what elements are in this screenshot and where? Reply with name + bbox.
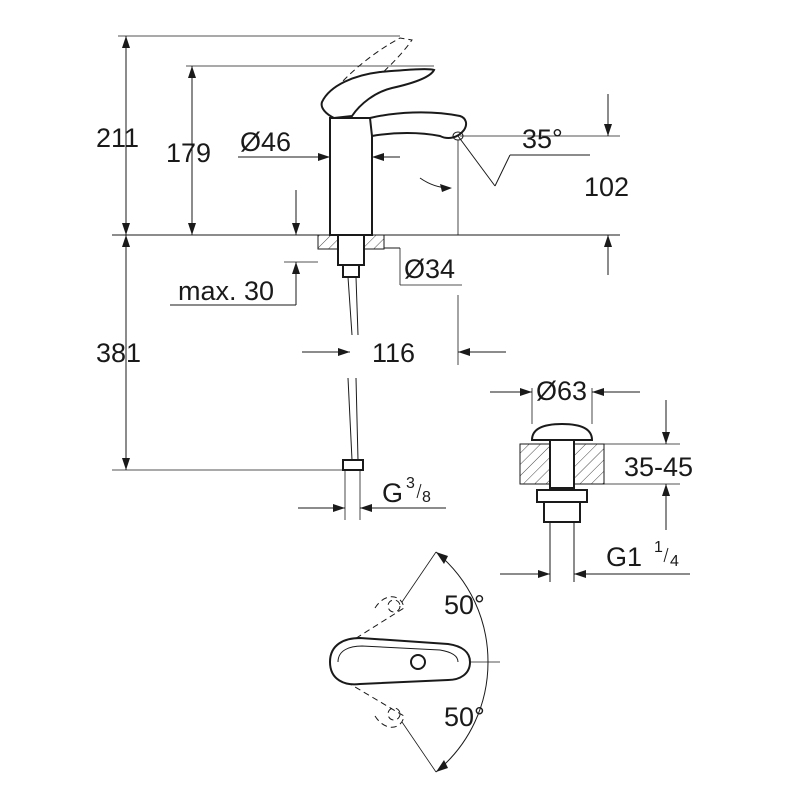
dim-waste-range: 35-45 [624, 452, 693, 482]
lever-ghost-upper [349, 596, 405, 643]
faucet-body [329, 117, 373, 236]
dim-spout-angle: 35° [522, 124, 563, 154]
hose-upper [347, 276, 359, 336]
dim-supply-thread-prefix: G [382, 478, 403, 508]
hose-lower [347, 377, 359, 461]
lever-pivot [410, 654, 426, 670]
dim-lever-angle-bottom: 50° [444, 702, 485, 732]
lever-top-view: 50° 50° [328, 551, 500, 773]
waste-nut [536, 489, 588, 503]
dim-hose-length: 381 [96, 338, 141, 368]
lever-ghost-lower [349, 683, 405, 728]
dim-body-diameter: Ø46 [240, 127, 291, 157]
hose-connector [342, 459, 364, 471]
dim-waste-thread-den: 4 [670, 553, 679, 570]
dim-waste-thread-prefix: G1 [606, 542, 642, 572]
dim-fixing-diameter: Ø34 [404, 254, 455, 284]
waste-cap [530, 422, 594, 441]
basin-section-left [519, 443, 551, 485]
waste-body [549, 439, 575, 489]
dim-spout-reach: 116 [372, 338, 415, 368]
dim-max-thickness: max. 30 [178, 276, 274, 306]
faucet-spout [368, 111, 468, 139]
basin-section-right [573, 443, 605, 485]
fixing-nut [337, 234, 365, 266]
side-view-dimensions: 211 179 Ø46 35° 102 Ø34 [96, 36, 629, 520]
lever-outline [328, 636, 472, 686]
fixing-stud [342, 264, 360, 278]
waste-thread [543, 501, 581, 523]
faucet-lever [320, 68, 436, 120]
waste-valve [519, 422, 605, 582]
dim-total-height: 211 [96, 123, 139, 153]
waste-dimensions: Ø63 35-45 G1 1 4 [490, 376, 693, 578]
faucet-side-view [112, 35, 620, 471]
dim-waste-thread-num: 1 [654, 539, 663, 556]
dim-waste-diameter: Ø63 [536, 376, 587, 406]
dim-supply-thread-den: 8 [422, 489, 431, 506]
dim-supply-thread-num: 3 [406, 475, 415, 492]
dim-lever-angle-top: 50° [444, 590, 485, 620]
dim-spout-height: 179 [166, 138, 211, 168]
dim-spout-clearance: 102 [584, 172, 629, 202]
